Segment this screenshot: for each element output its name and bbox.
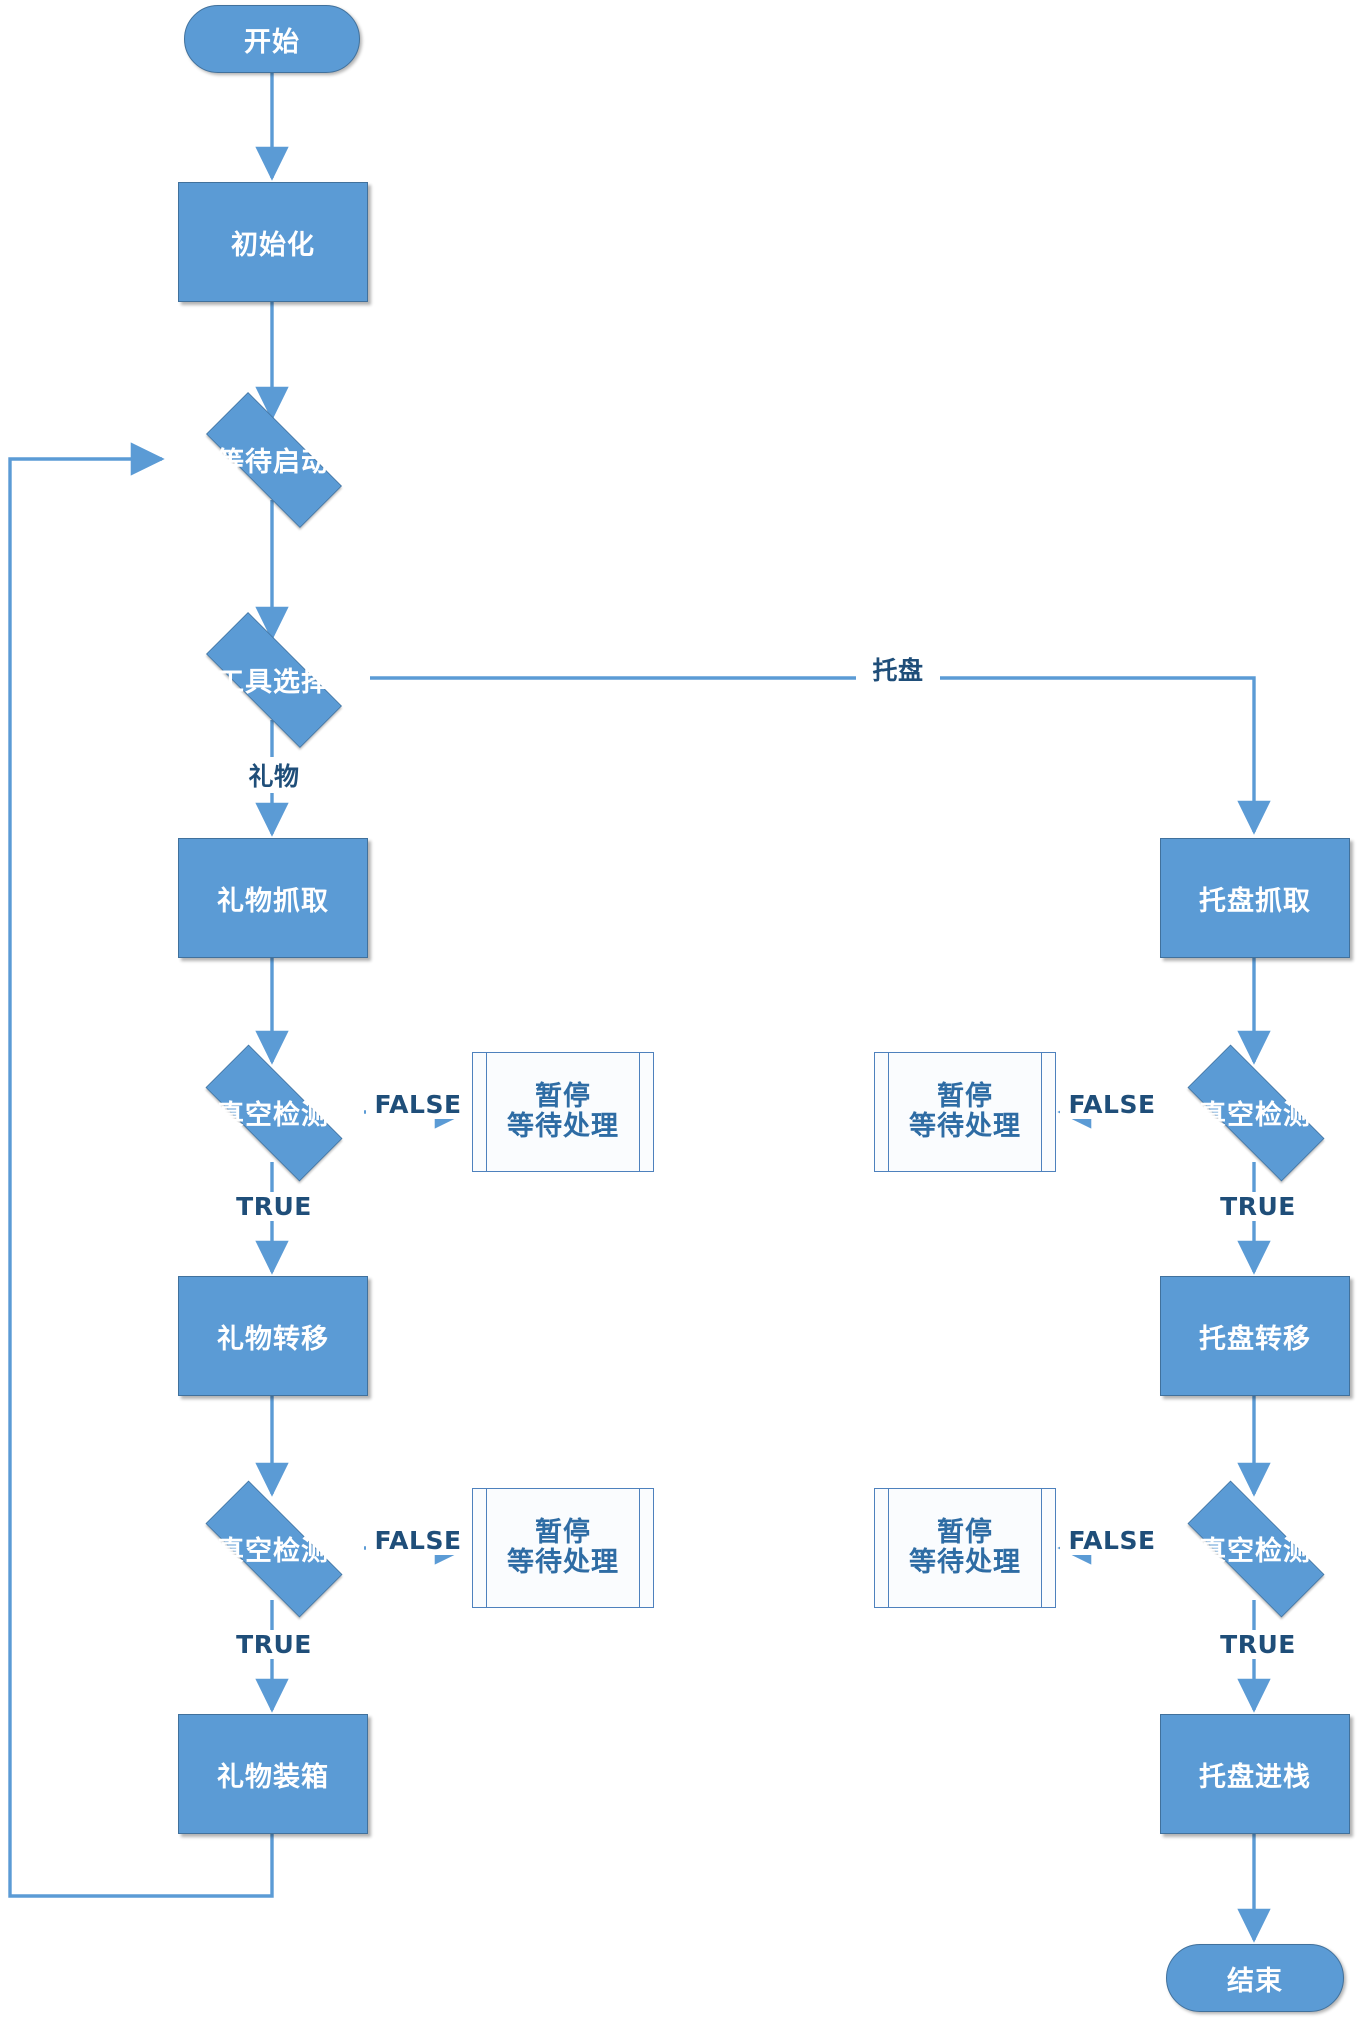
node-gift-vacuum-2[interactable]: 真空检测 — [180, 1480, 366, 1618]
predefined-bar-left — [486, 1053, 487, 1171]
node-gift-pause-2[interactable]: 暂停 等待处理 — [472, 1488, 654, 1608]
edge-label-gift-true-1: TRUE — [230, 1192, 318, 1221]
node-wait-start-label: 等待启动 — [217, 446, 329, 478]
edge-label-gift-false-1: FALSE — [366, 1090, 470, 1119]
predefined-bar-left — [486, 1489, 487, 1607]
predefined-bar-left — [888, 1489, 889, 1607]
node-tray-pause-2[interactable]: 暂停 等待处理 — [874, 1488, 1056, 1608]
edge-label-tray-branch: 托盘 — [856, 651, 940, 687]
predefined-bar-left — [888, 1053, 889, 1171]
node-tray-stack-label: 托盘进栈 — [1199, 1761, 1311, 1793]
node-tray-pause-1-line2: 等待处理 — [909, 1111, 1021, 1142]
node-init-label: 初始化 — [231, 229, 315, 261]
edge-label-tray-true-2: TRUE — [1214, 1630, 1302, 1659]
predefined-bar-right — [639, 1053, 640, 1171]
node-tray-vacuum-1[interactable]: 真空检测 — [1162, 1044, 1348, 1182]
node-gift-packing[interactable]: 礼物装箱 — [178, 1714, 368, 1834]
node-tray-vacuum-2[interactable]: 真空检测 — [1162, 1480, 1348, 1618]
edge-label-gift-branch: 礼物 — [232, 757, 316, 793]
node-tool-select[interactable]: 工具选择 — [180, 612, 366, 748]
node-gift-transfer[interactable]: 礼物转移 — [178, 1276, 368, 1396]
predefined-bar-right — [1041, 1489, 1042, 1607]
node-gift-packing-label: 礼物装箱 — [217, 1761, 329, 1793]
edge-label-gift-false-2: FALSE — [366, 1526, 470, 1555]
node-tray-vacuum-2-label: 真空检测 — [1199, 1535, 1311, 1567]
node-gift-vacuum-1[interactable]: 真空检测 — [180, 1044, 366, 1182]
node-gift-pause-1-line2: 等待处理 — [507, 1111, 619, 1142]
node-tray-grab-label: 托盘抓取 — [1199, 885, 1311, 917]
node-gift-grab-label: 礼物抓取 — [217, 885, 329, 917]
node-start-label: 开始 — [244, 26, 300, 58]
node-gift-grab[interactable]: 礼物抓取 — [178, 838, 368, 958]
node-tray-pause-1[interactable]: 暂停 等待处理 — [874, 1052, 1056, 1172]
edge-label-tray-false-2: FALSE — [1060, 1526, 1164, 1555]
edge-label-gift-true-2: TRUE — [230, 1630, 318, 1659]
node-tray-vacuum-1-label: 真空检测 — [1199, 1099, 1311, 1131]
node-gift-pause-1[interactable]: 暂停 等待处理 — [472, 1052, 654, 1172]
node-gift-pause-2-line2: 等待处理 — [507, 1547, 619, 1578]
node-tool-select-label: 工具选择 — [217, 666, 329, 698]
edge-label-tray-false-1: FALSE — [1060, 1090, 1164, 1119]
node-gift-transfer-label: 礼物转移 — [217, 1323, 329, 1355]
node-tray-grab[interactable]: 托盘抓取 — [1160, 838, 1350, 958]
node-tray-pause-2-line2: 等待处理 — [909, 1547, 1021, 1578]
node-tray-pause-1-line1: 暂停 — [937, 1080, 993, 1112]
edge-label-tray-true-1: TRUE — [1214, 1192, 1302, 1221]
node-end[interactable]: 结束 — [1166, 1944, 1344, 2012]
node-tray-transfer[interactable]: 托盘转移 — [1160, 1276, 1350, 1396]
node-gift-vacuum-1-label: 真空检测 — [217, 1099, 329, 1131]
node-tray-transfer-label: 托盘转移 — [1199, 1323, 1311, 1355]
node-gift-vacuum-2-label: 真空检测 — [217, 1535, 329, 1567]
node-init[interactable]: 初始化 — [178, 182, 368, 302]
node-gift-pause-2-line1: 暂停 — [535, 1516, 591, 1548]
node-tray-stack[interactable]: 托盘进栈 — [1160, 1714, 1350, 1834]
node-gift-pause-1-line1: 暂停 — [535, 1080, 591, 1112]
predefined-bar-right — [1041, 1053, 1042, 1171]
node-start[interactable]: 开始 — [184, 5, 360, 73]
node-end-label: 结束 — [1227, 1965, 1283, 1997]
node-wait-start[interactable]: 等待启动 — [180, 392, 366, 528]
predefined-bar-right — [639, 1489, 640, 1607]
node-tray-pause-2-line1: 暂停 — [937, 1516, 993, 1548]
